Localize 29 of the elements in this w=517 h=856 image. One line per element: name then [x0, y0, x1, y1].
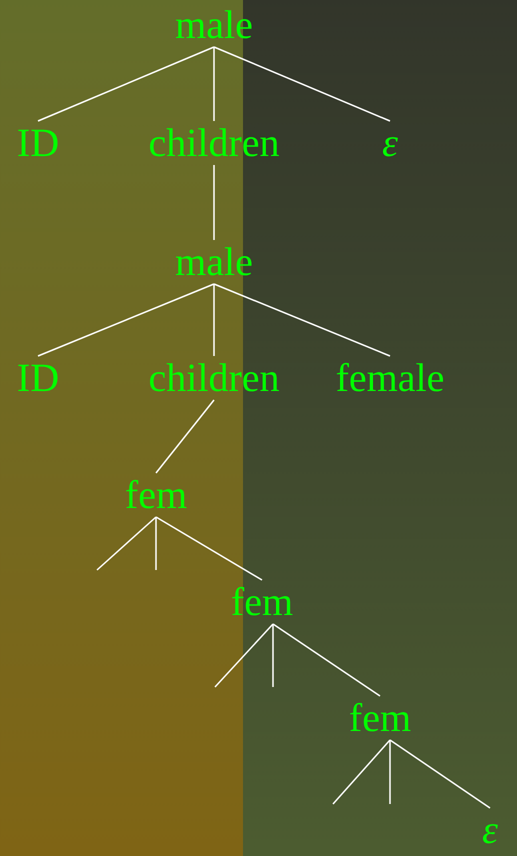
- tree-branch-line: [155, 400, 215, 474]
- tree-branch-line: [213, 165, 215, 240]
- tree-node-label: children: [148, 123, 280, 163]
- tree-node-label: male: [175, 5, 253, 45]
- tree-branch-line: [214, 46, 390, 122]
- tree-node-label: male: [175, 242, 253, 282]
- tree-node-label: fem: [230, 582, 294, 622]
- tree-node-label: fem: [124, 475, 188, 515]
- tree-branch-line: [38, 46, 214, 122]
- tree-branch-line: [390, 739, 490, 809]
- tree-branch-line: [214, 624, 274, 688]
- tree-node-label: ε: [482, 810, 498, 850]
- tree-node-label: fem: [348, 698, 412, 738]
- tree-branch-line: [214, 283, 390, 357]
- tree-branch-line: [389, 740, 391, 804]
- tree-branch-line: [155, 517, 157, 570]
- tree-node-label: ε: [382, 123, 398, 163]
- tree-branch-line: [272, 623, 380, 697]
- tree-branch-line: [156, 516, 262, 581]
- tree-branch-line: [38, 283, 214, 357]
- tree-branch-line: [272, 624, 274, 687]
- tree-node-label: ID: [16, 123, 60, 163]
- tree-branch-line: [332, 740, 391, 804]
- tree-node-label: children: [148, 358, 280, 398]
- tree-branch-line: [213, 47, 215, 121]
- tree-branch-line: [96, 516, 156, 571]
- tree-node-label: ID: [16, 358, 60, 398]
- tree-node-label: female: [336, 358, 444, 398]
- tree-branch-line: [213, 284, 215, 356]
